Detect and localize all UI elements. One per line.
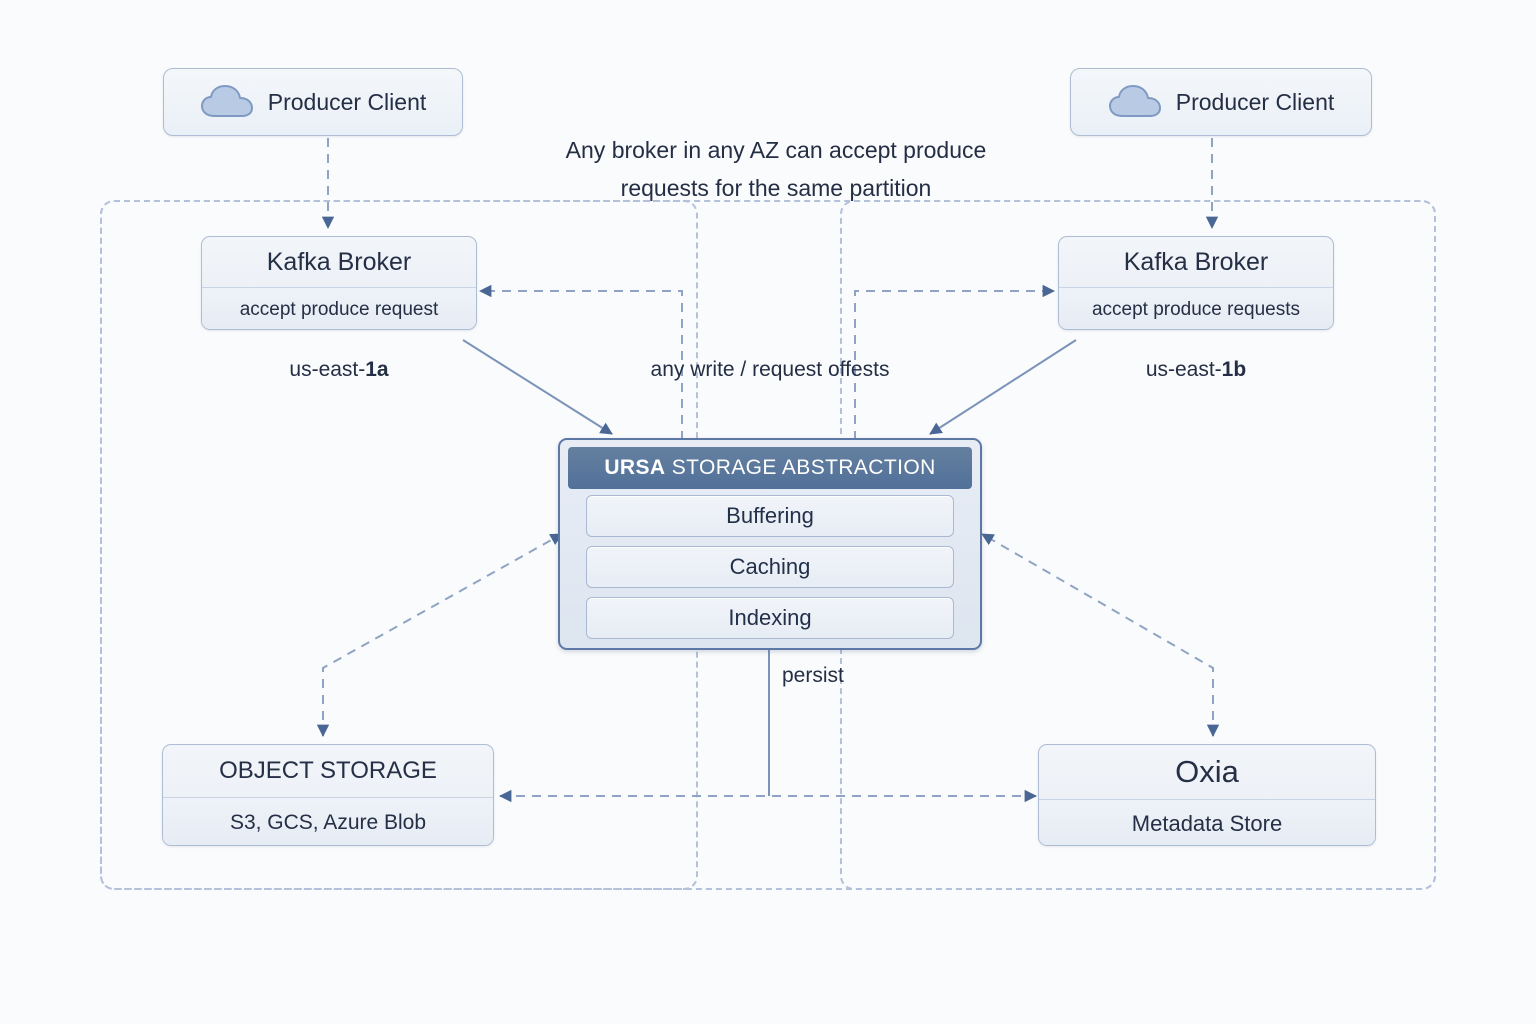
- cloud-icon: [200, 85, 254, 119]
- az-label-prefix: us-east-: [289, 358, 366, 381]
- ursa-header-strong: URSA: [604, 456, 666, 479]
- broker-title: Kafka Broker: [1123, 248, 1269, 276]
- edge-label-persist: persist: [782, 664, 844, 687]
- kafka-broker-us-east-1b[interactable]: Kafka Broker accept produce requests: [1058, 236, 1334, 330]
- producer-client-left[interactable]: Producer Client: [163, 68, 463, 136]
- ursa-header: URSA STORAGE ABSTRACTION: [568, 447, 972, 489]
- az-label-suffix: 1b: [1221, 358, 1247, 381]
- cloud-icon: [1108, 85, 1162, 119]
- note-any-broker-line2: requests for the same partition: [620, 175, 932, 201]
- producer-client-label: Producer Client: [267, 88, 427, 115]
- ursa-storage-abstraction[interactable]: URSA STORAGE ABSTRACTION Buffering Cachi…: [558, 438, 982, 650]
- ursa-header-rest: STORAGE ABSTRACTION: [665, 456, 936, 479]
- az-label-us-east-1a: us-east-1a: [201, 358, 477, 382]
- broker-subtitle: accept produce requests: [1059, 287, 1333, 329]
- az-label-prefix: us-east-: [1145, 358, 1222, 381]
- oxia-title: Oxia: [1175, 754, 1239, 789]
- az-label-us-east-1b: us-east-1b: [1058, 358, 1334, 382]
- broker-subtitle: accept produce request: [202, 287, 476, 329]
- kafka-broker-us-east-1a[interactable]: Kafka Broker accept produce request: [201, 236, 477, 330]
- note-any-broker-line1: Any broker in any AZ can accept produce: [565, 137, 987, 163]
- object-storage-title: OBJECT STORAGE: [219, 757, 437, 784]
- ursa-capability-caching[interactable]: Caching: [586, 546, 954, 588]
- producer-client-label: Producer Client: [1175, 88, 1335, 115]
- oxia-subtitle: Metadata Store: [1039, 799, 1375, 845]
- az-label-suffix: 1a: [365, 358, 389, 381]
- object-storage-subtitle: S3, GCS, Azure Blob: [163, 797, 493, 845]
- ursa-capability-buffering[interactable]: Buffering: [586, 495, 954, 537]
- broker-title: Kafka Broker: [266, 248, 412, 276]
- oxia-node[interactable]: Oxia Metadata Store: [1038, 744, 1376, 846]
- ursa-capability-indexing[interactable]: Indexing: [586, 597, 954, 639]
- edge-label-any-write-request-offsets: any write / request offests: [650, 358, 890, 381]
- object-storage-node[interactable]: OBJECT STORAGE S3, GCS, Azure Blob: [162, 744, 494, 846]
- producer-client-right[interactable]: Producer Client: [1070, 68, 1372, 136]
